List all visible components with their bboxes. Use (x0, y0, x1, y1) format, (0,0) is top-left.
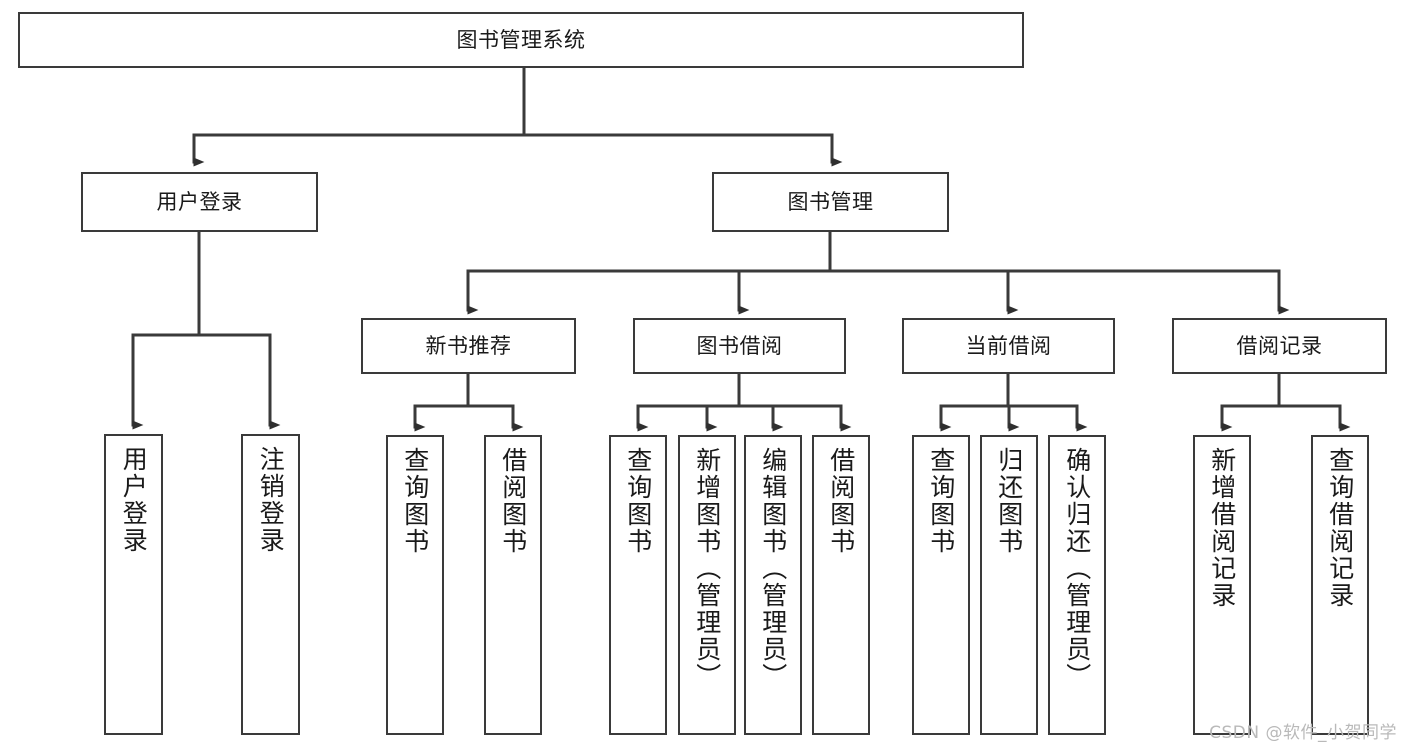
leaf-query-book-2[interactable]: 查询图书 (609, 435, 667, 735)
leaf-query-book-1[interactable]: 查询图书 (386, 435, 444, 735)
leaf-confirm-return-label: 确认归还（管理员） (1062, 447, 1092, 690)
node-book-manage-label: 图书管理 (787, 189, 874, 214)
leaf-query-book-3[interactable]: 查询图书 (912, 435, 970, 735)
leaf-logout[interactable]: 注销登录 (241, 434, 300, 735)
leaf-user-login-label: 用户登录 (119, 446, 149, 554)
node-root-label: 图书管理系统 (456, 27, 586, 52)
leaf-add-record[interactable]: 新增借阅记录 (1193, 435, 1251, 735)
leaf-user-login[interactable]: 用户登录 (104, 434, 163, 735)
leaf-query-record[interactable]: 查询借阅记录 (1311, 435, 1369, 735)
leaf-logout-label: 注销登录 (256, 446, 286, 554)
node-current-borrow-label: 当前借阅 (965, 333, 1052, 358)
node-book-borrow-label: 图书借阅 (696, 333, 783, 358)
leaf-query-book-2-label: 查询图书 (623, 447, 653, 555)
node-user-login[interactable]: 用户登录 (81, 172, 318, 232)
leaf-edit-book-label: 编辑图书（管理员） (758, 447, 788, 690)
leaf-add-book[interactable]: 新增图书（管理员） (678, 435, 736, 735)
leaf-confirm-return[interactable]: 确认归还（管理员） (1048, 435, 1106, 735)
node-new-book-rec-label: 新书推荐 (425, 333, 512, 358)
leaf-query-record-label: 查询借阅记录 (1325, 447, 1355, 609)
node-book-manage[interactable]: 图书管理 (712, 172, 949, 232)
leaf-edit-book[interactable]: 编辑图书（管理员） (744, 435, 802, 735)
node-borrow-record[interactable]: 借阅记录 (1172, 318, 1387, 374)
leaf-query-book-3-label: 查询图书 (926, 447, 956, 555)
leaf-borrow-book-1-label: 借阅图书 (498, 447, 528, 555)
leaf-borrow-book-2-label: 借阅图书 (826, 447, 856, 555)
node-new-book-rec[interactable]: 新书推荐 (361, 318, 576, 374)
leaf-return-book-label: 归还图书 (994, 447, 1024, 555)
node-current-borrow[interactable]: 当前借阅 (902, 318, 1115, 374)
leaf-return-book[interactable]: 归还图书 (980, 435, 1038, 735)
leaf-add-book-label: 新增图书（管理员） (692, 447, 722, 690)
leaf-borrow-book-1[interactable]: 借阅图书 (484, 435, 542, 735)
leaf-borrow-book-2[interactable]: 借阅图书 (812, 435, 870, 735)
node-root[interactable]: 图书管理系统 (18, 12, 1024, 68)
leaf-query-book-1-label: 查询图书 (400, 447, 430, 555)
node-book-borrow[interactable]: 图书借阅 (633, 318, 846, 374)
node-user-login-label: 用户登录 (156, 189, 243, 214)
leaf-add-record-label: 新增借阅记录 (1207, 447, 1237, 609)
node-borrow-record-label: 借阅记录 (1236, 333, 1323, 358)
